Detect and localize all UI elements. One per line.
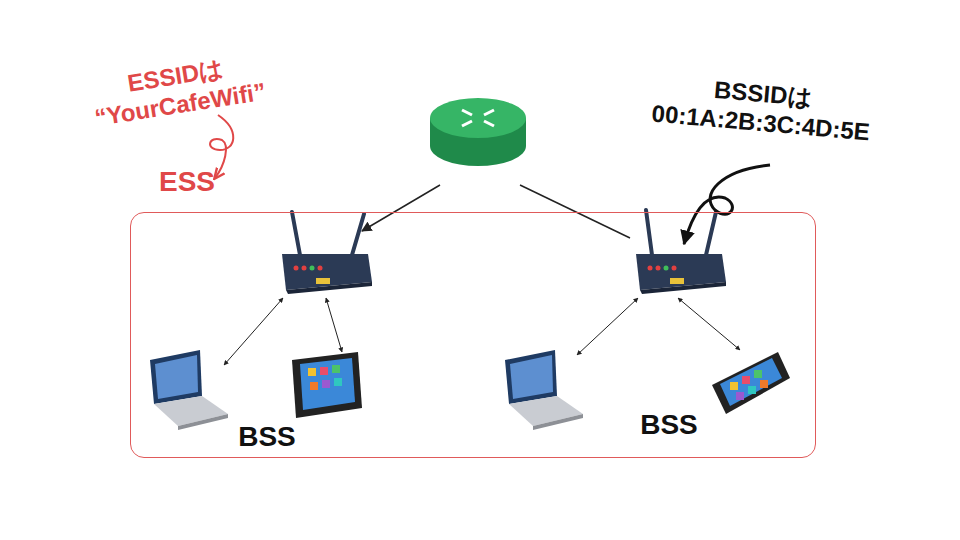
phone-icon (292, 352, 362, 418)
bss-label: BSS (222, 420, 312, 454)
wireless-link (224, 298, 740, 365)
access-point-icon (282, 212, 372, 294)
router-icon (430, 98, 526, 166)
callout-text: ESSIDは “YourCafeWifi” (55, 44, 301, 138)
access-point-icon (636, 210, 726, 294)
bss-label: BSS (624, 408, 714, 442)
pointer-arrow (684, 165, 770, 244)
laptop-icon (150, 350, 228, 430)
laptop-icon (505, 350, 583, 430)
callout-text: BSSIDは 00:1A:2B:3C:4D:5E (610, 67, 914, 151)
uplink-line (362, 185, 440, 231)
group-heading: ESS (159, 165, 215, 199)
phone-icon (712, 352, 790, 414)
ess-group-box: ESS (130, 212, 816, 458)
